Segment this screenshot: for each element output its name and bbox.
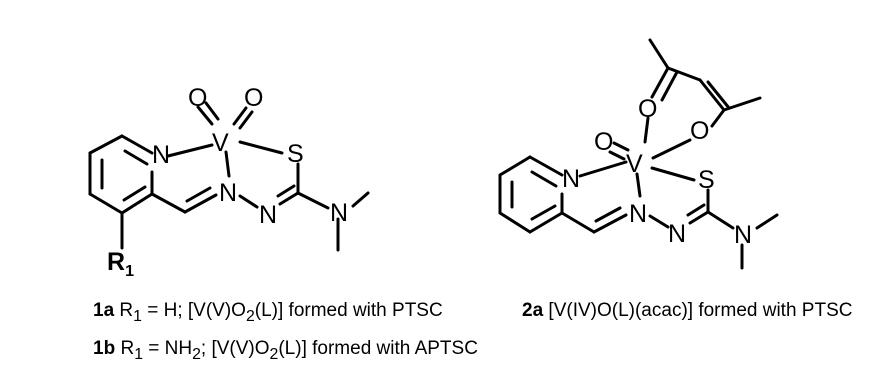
structure-2: N V O O O S N N N bbox=[498, 38, 779, 270]
atom-n-hydrazone: N bbox=[259, 201, 277, 229]
acac-bond bbox=[650, 66, 670, 99]
chain-bond-double bbox=[276, 184, 296, 198]
ring-bond bbox=[498, 211, 532, 234]
coordination-bond bbox=[635, 172, 642, 198]
atom-n-amine: N bbox=[734, 221, 752, 249]
chain-bond bbox=[183, 193, 218, 214]
oxo-bond-double bbox=[608, 150, 626, 161]
atom-oxygen-oxo: O bbox=[594, 128, 613, 156]
ring-bond bbox=[528, 155, 564, 177]
chain-bond-double bbox=[594, 206, 622, 223]
atom-oxygen-acac: O bbox=[638, 95, 657, 123]
oxo-bond-double bbox=[204, 101, 220, 121]
oxo-bond bbox=[232, 106, 248, 126]
ring-bond bbox=[498, 155, 532, 177]
chain-bond bbox=[688, 210, 710, 225]
caption-1b: 1b R1 = NH2; [V(V)O2(L)] formed with APT… bbox=[93, 338, 478, 363]
chain-bond bbox=[296, 191, 330, 210]
acac-methyl-bond bbox=[648, 38, 670, 70]
atom-n-pyridine: N bbox=[562, 165, 580, 193]
coordination-bond bbox=[651, 138, 692, 160]
oxo-bond-double bbox=[238, 110, 254, 130]
acac-methyl-bond bbox=[722, 96, 762, 112]
chain-bond-double bbox=[686, 203, 706, 217]
chain-bond bbox=[648, 214, 670, 229]
acac-bond-double bbox=[706, 80, 731, 110]
chain-bond bbox=[278, 191, 300, 206]
chain-bond-double bbox=[185, 186, 212, 203]
coordination-bond bbox=[238, 140, 284, 155]
ring-bond bbox=[88, 134, 124, 155]
atom-vanadium: V bbox=[212, 129, 229, 157]
ring-bond bbox=[120, 192, 154, 215]
chain-bond bbox=[706, 210, 735, 230]
atom-n-amine: N bbox=[330, 199, 348, 227]
atom-sulfur: S bbox=[698, 166, 715, 194]
atom-n-hydrazone: N bbox=[668, 220, 686, 248]
chain-bond bbox=[238, 194, 259, 209]
caption-2a: 2a [V(IV)O(L)(acac)] formed with PTSC bbox=[522, 300, 853, 321]
chain-bond bbox=[560, 211, 596, 234]
acac-bond bbox=[666, 66, 702, 82]
atom-oxygen: O bbox=[188, 84, 207, 112]
acac-bond bbox=[710, 108, 726, 128]
atom-n-imine: N bbox=[629, 200, 647, 228]
chain-bond bbox=[592, 213, 628, 234]
ring-bond bbox=[528, 211, 564, 234]
ring-bond-double bbox=[530, 170, 558, 188]
oxo-bond bbox=[196, 105, 214, 126]
ring-bond-double bbox=[123, 149, 149, 166]
acac-bond-double bbox=[660, 70, 679, 102]
atom-sulfur: S bbox=[287, 140, 304, 168]
atom-n-pyridine: N bbox=[152, 141, 170, 169]
coordination-bond bbox=[643, 116, 650, 144]
coordination-bond bbox=[224, 150, 231, 178]
coordination-bond bbox=[166, 143, 214, 158]
ring-bond-double bbox=[530, 204, 557, 221]
ring-bond bbox=[88, 192, 124, 215]
ring-bond bbox=[120, 134, 154, 155]
oxo-bond bbox=[612, 141, 630, 152]
coordination-bond bbox=[650, 166, 696, 182]
substituent-r1: R1 bbox=[107, 248, 134, 280]
methyl-bond bbox=[755, 213, 779, 230]
chain-bond bbox=[150, 192, 187, 214]
atom-oxygen-acac: O bbox=[690, 117, 709, 145]
atom-n-imine: N bbox=[219, 179, 237, 207]
coordination-bond bbox=[578, 160, 628, 178]
ring-bond-double bbox=[122, 185, 147, 202]
atom-vanadium: V bbox=[626, 150, 643, 178]
caption-1a: 1a R1 = H; [V(V)O2(L)] formed with PTSC bbox=[93, 300, 443, 325]
acac-bond bbox=[698, 78, 726, 112]
methyl-bond bbox=[351, 191, 370, 208]
structure-1: N V O O S N N N R1 bbox=[88, 84, 370, 280]
atom-oxygen: O bbox=[244, 84, 263, 112]
